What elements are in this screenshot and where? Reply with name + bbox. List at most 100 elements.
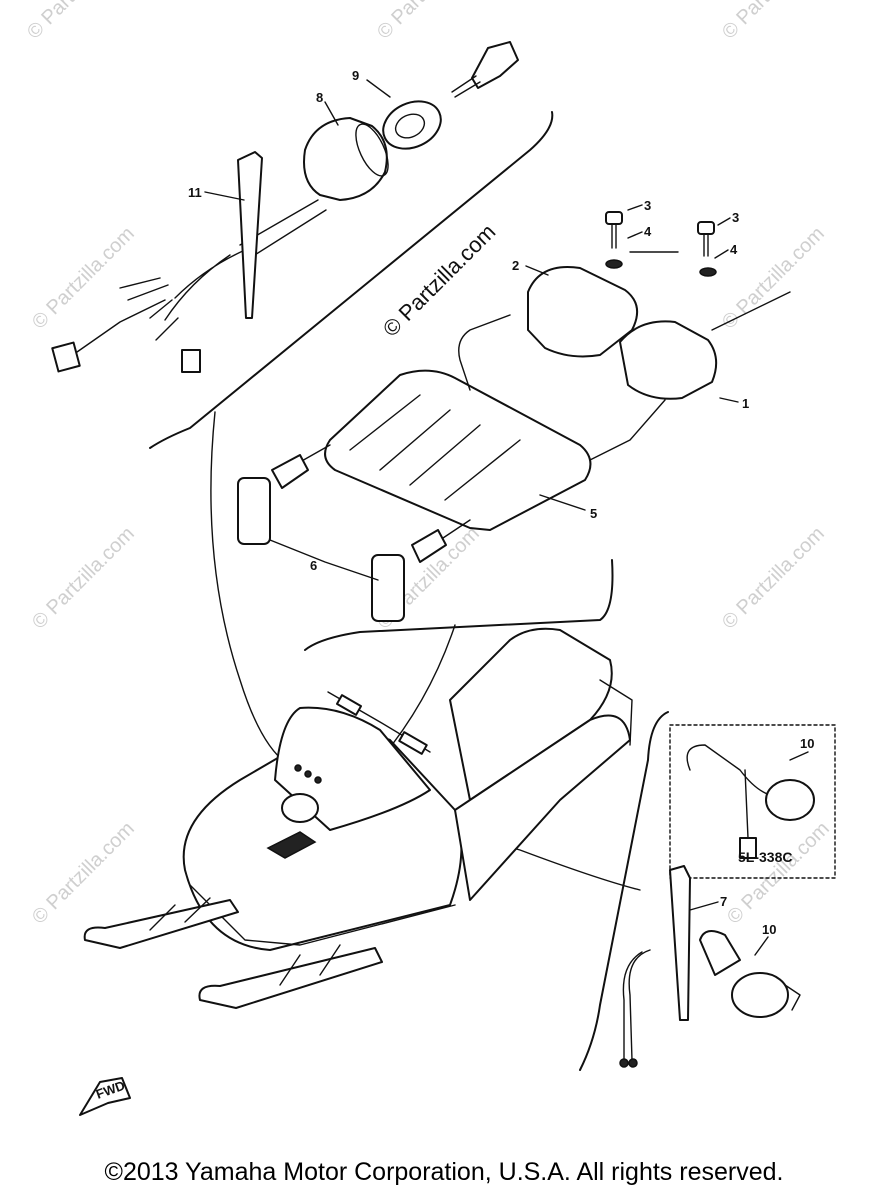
watermark-tile: © Partzilla.com: [718, 523, 829, 634]
watermark-main: © Partzilla.com: [378, 219, 501, 342]
callout-10: 10: [762, 922, 776, 937]
cdi-unit: [324, 369, 592, 531]
diagram-svg: © Partzilla.com © Partzilla.com © Partzi…: [23, 0, 836, 1116]
watermark-tile: © Partzilla.com: [718, 223, 829, 334]
ignition-coil-1-hv-lead: [711, 291, 791, 331]
leader-8: [324, 101, 339, 126]
forward-direction-arrow: FWD: [79, 1077, 131, 1116]
leader-2: [525, 265, 549, 276]
plug-cap-boot-left: [271, 454, 309, 489]
wire-terminal: [619, 1058, 629, 1068]
inset-label: 5L-338C: [738, 849, 792, 865]
ignition-components: [237, 211, 791, 622]
callout-4-left: 4: [644, 224, 652, 239]
tunnel: [454, 714, 631, 901]
switch-bezel: [382, 100, 442, 150]
ignition-key-head: [471, 41, 519, 89]
stop-switch-section: 5L-338C: [619, 724, 836, 1068]
leader-6: [269, 539, 379, 581]
main-switch-assembly: [51, 41, 519, 373]
main-switch-body: [303, 117, 388, 201]
plug-cap-leads: [299, 444, 471, 541]
ski-right-spindle: [279, 944, 341, 986]
leader-10: [754, 936, 769, 956]
switch-bezel-inner: [394, 113, 426, 139]
bullet-connectors: [119, 277, 179, 341]
inset-coupler-lead: [744, 769, 749, 839]
watermark-tile: © Partzilla.com: [28, 818, 139, 929]
handlebar-grip-left: [335, 694, 363, 716]
inset-box: [669, 724, 836, 879]
callout-2: 2: [512, 258, 519, 273]
bolt-3-left-shank: [611, 223, 617, 249]
ignition-coil-2-lead: [458, 314, 511, 391]
stop-switch-tab: [784, 984, 801, 1011]
callout-6: 6: [310, 558, 317, 573]
watermark-tile: © Partzilla.com: [23, 0, 134, 44]
cable-tie: [237, 151, 263, 319]
wire-terminal: [628, 1058, 638, 1068]
watermark-tile: © Partzilla.com: [373, 0, 484, 44]
leader-9: [366, 79, 391, 98]
ignition-coil-1: [619, 320, 718, 400]
leader-3-right: [717, 217, 731, 226]
callout-numbers: 1 2 3 3 4 4 5 6 7 8 9 10 10 11: [188, 68, 814, 937]
coupler-lead: [76, 299, 166, 353]
cable-tie-7: [669, 865, 691, 1021]
stop-switch: [731, 972, 789, 1018]
main-switch-face: [355, 123, 389, 177]
stop-switch-bracket: [699, 930, 741, 976]
dash-indicator: [314, 776, 322, 784]
leader-1: [719, 397, 739, 403]
leader-10-inset: [789, 751, 809, 761]
seat: [449, 627, 613, 801]
washer-4-right: [699, 267, 717, 277]
callout-4-right: 4: [730, 242, 738, 257]
bolt-3-right: [697, 221, 715, 235]
callout-3-right: 3: [732, 210, 739, 225]
hood-vent: [266, 831, 317, 859]
plug-cap-boot-right: [411, 529, 447, 563]
leader-4-right: [714, 249, 729, 259]
callout-7: 7: [720, 894, 727, 909]
watermark-tile: © Partzilla.com: [718, 0, 829, 44]
watermark-tile: © Partzilla.com: [28, 523, 139, 634]
callout-5: 5: [590, 506, 597, 521]
cdi-unit-ridges: [349, 394, 521, 501]
callout-11: 11: [188, 185, 202, 200]
washer-4-left: [605, 259, 623, 269]
fwd-arrow-icon: [79, 1077, 131, 1116]
divider-right: [579, 711, 669, 1071]
dash-indicator: [294, 764, 302, 772]
ski-right: [198, 947, 383, 1009]
leader-7: [689, 901, 719, 911]
spark-plug-cap-left: [237, 477, 271, 545]
callout-3-left: 3: [644, 198, 651, 213]
ignition-coil-1-lead: [589, 399, 666, 461]
leader-11: [204, 191, 245, 201]
copyright-notice: ©2013 Yamaha Motor Corporation, U.S.A. A…: [104, 1158, 784, 1186]
ski-left: [83, 899, 239, 949]
dash-indicator: [304, 770, 312, 778]
leader-5: [539, 494, 586, 511]
inset-stop-switch: [765, 779, 815, 821]
stop-switch-wires: [622, 949, 651, 1061]
ignition-coil-2: [527, 266, 639, 358]
coupler-4pin: [51, 341, 81, 373]
callout-8: 8: [316, 90, 323, 105]
grab-bar: [599, 679, 633, 746]
bolt-3-right-shank: [703, 233, 709, 257]
leader-3-left: [627, 204, 643, 211]
bolt-3-left: [605, 211, 623, 225]
handlebar-grip-right: [398, 731, 428, 755]
snowmobile-body: [83, 627, 633, 1009]
main-switch-wires: [164, 249, 246, 321]
headlight: [281, 793, 319, 823]
inset-switch-wire: [686, 744, 771, 796]
ski-left-spindle: [149, 897, 211, 931]
leader-4-left: [627, 231, 643, 239]
wire-harness-left: [210, 411, 301, 771]
watermark-tile: © Partzilla.com: [28, 223, 139, 334]
divider-upper: [149, 111, 554, 449]
